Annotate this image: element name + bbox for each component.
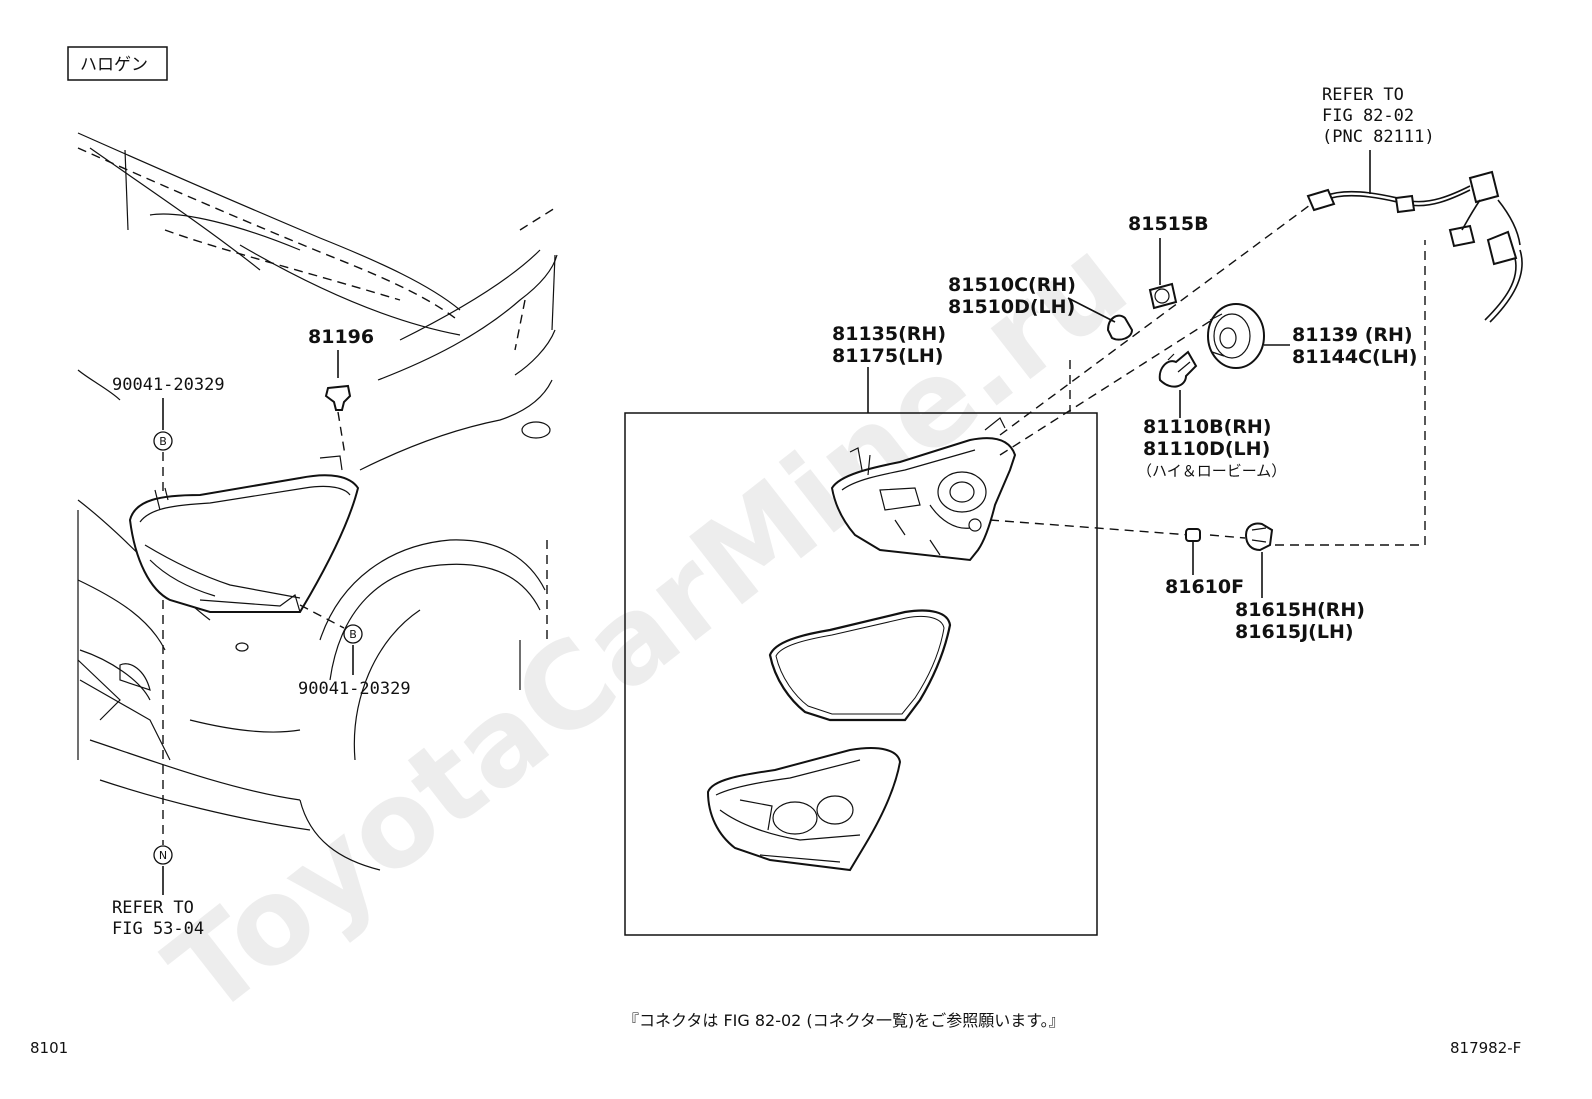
refer-bottom-line2: FIG 53-04 <box>112 919 204 939</box>
refer-top-line2: FIG 82-02 <box>1322 106 1414 126</box>
ref-mark-b-upper: B <box>159 435 167 448</box>
bolt-ref-upper: 90041-20329 B <box>112 375 225 498</box>
ref-mark-b-lower: B <box>349 628 357 641</box>
headlamp-housing <box>830 417 1017 562</box>
label-81510d: 81510D(LH) <box>948 296 1075 318</box>
headlamp-assembly-box: 81135(RH) 81175(LH) <box>624 323 1098 936</box>
label-81110b: 81110B(RH) <box>1143 416 1271 438</box>
label-81610f: 81610F <box>1165 576 1244 598</box>
refer-top-line3: (PNC 82111) <box>1322 127 1435 147</box>
cover-81139: 81139 (RH) 81144C(LH) <box>1207 303 1417 369</box>
watermark: ToyotaCarMine.ru <box>142 211 1152 1042</box>
label-81510c: 81510C(RH) <box>948 274 1076 296</box>
page-code-left: 8101 <box>30 1039 68 1057</box>
label-81175: 81175(LH) <box>832 345 943 367</box>
ref-mark-n: N <box>159 849 167 862</box>
watermark-text: ToyotaCarMine.ru <box>142 211 1152 1042</box>
label-81139: 81139 (RH) <box>1292 324 1413 346</box>
bulb-81510: 81510C(RH) 81510D(LH) <box>948 274 1134 341</box>
clip-81196: 81196 <box>308 326 374 456</box>
label-90041-upper: 90041-20329 <box>112 375 225 395</box>
label-81110-note: （ハイ＆ロービーム） <box>1137 462 1286 480</box>
lens-seal <box>768 609 952 722</box>
connector-footnote: 『コネクタは FIG 82-02 (コネクタ一覧)をご参照願います。』 <box>623 1011 1065 1030</box>
headlamp-lens <box>706 747 902 872</box>
label-81515b: 81515B <box>1128 213 1209 235</box>
bolt-ref-lower: B 90041-20329 <box>298 604 411 699</box>
wire-harness: REFER TO FIG 82-02 (PNC 82111) <box>1306 85 1523 323</box>
label-81615h: 81615H(RH) <box>1235 599 1365 621</box>
label-90041-lower: 90041-20329 <box>298 679 411 699</box>
bulb-81610f: 81610F <box>1165 528 1244 598</box>
label-81135: 81135(RH) <box>832 323 946 345</box>
bulb-81110: 81110B(RH) 81110D(LH) （ハイ＆ロービーム） <box>1137 350 1286 480</box>
label-81196: 81196 <box>308 326 374 348</box>
refer-top-line1: REFER TO <box>1322 85 1404 105</box>
bottom-refer: N REFER TO FIG 53-04 <box>112 600 204 939</box>
type-label: ハロゲン <box>80 55 148 75</box>
socket-81615: 81615H(RH) 81615J(LH) <box>1235 522 1365 643</box>
label-81144c: 81144C(LH) <box>1292 346 1417 368</box>
page-code-right: 817982-F <box>1450 1039 1521 1057</box>
label-81110d: 81110D(LH) <box>1143 438 1270 460</box>
label-81615j: 81615J(LH) <box>1235 621 1354 643</box>
socket-81515b: 81515B <box>1128 213 1209 310</box>
vehicle-body-outline <box>77 132 558 871</box>
installed-headlamp <box>128 455 360 613</box>
type-label-box: ハロゲン <box>67 46 168 81</box>
refer-bottom-line1: REFER TO <box>112 898 194 918</box>
connection-lines <box>989 204 1426 546</box>
